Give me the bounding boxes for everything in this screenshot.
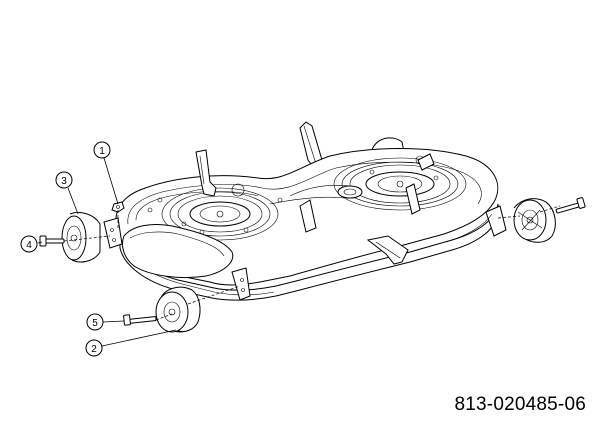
wheel-bolt-front xyxy=(123,314,157,326)
wheel-nut xyxy=(111,201,125,213)
callout-3-label: 3 xyxy=(61,176,67,187)
mower-deck xyxy=(103,121,507,301)
gauge-wheel-front xyxy=(155,286,201,333)
callout-5: 5 xyxy=(86,313,125,331)
callout-2: 2 xyxy=(85,329,177,357)
wheel-bolt-left xyxy=(39,235,65,247)
callout-4-label: 4 xyxy=(26,240,32,251)
callout-3: 3 xyxy=(55,171,79,215)
assembly-lines xyxy=(63,205,561,321)
callout-5-label: 5 xyxy=(92,318,98,329)
callout-1: 1 xyxy=(93,141,119,205)
part-number: 813-020485-06 xyxy=(454,394,586,415)
gauge-wheel-right xyxy=(513,198,556,243)
callout-1-label: 1 xyxy=(99,146,105,157)
callout-2-label: 2 xyxy=(91,344,97,355)
wheel-bolt-right xyxy=(555,197,586,214)
callout-4: 4 xyxy=(20,235,43,253)
gauge-wheel-left xyxy=(61,211,101,263)
